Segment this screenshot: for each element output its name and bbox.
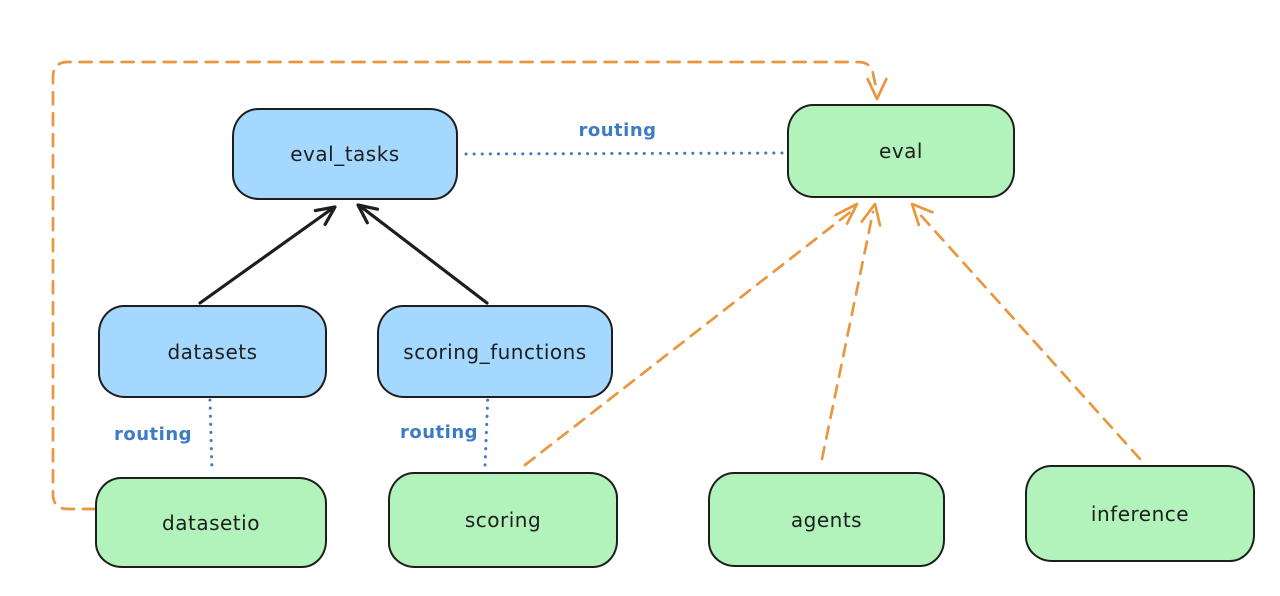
node-eval-tasks: eval_tasks (232, 108, 458, 200)
node-eval-label: eval (879, 139, 923, 163)
arrowhead-datasetio-to-eval (866, 77, 888, 101)
node-scoring: scoring (388, 472, 618, 568)
node-eval-tasks-label: eval_tasks (290, 142, 400, 166)
node-datasets-label: datasets (167, 339, 258, 364)
node-agents: agents (708, 472, 945, 567)
edge-routing-scoring-functions-to-scoring (483, 390, 490, 468)
arrowhead-scoring-to-eval (834, 202, 859, 225)
node-agents-label: agents (790, 507, 863, 532)
node-inference: inference (1025, 465, 1255, 562)
arrowhead-datasets-to-eval-tasks (313, 205, 337, 226)
edge-scoring-functions-to-eval-tasks (358, 204, 489, 305)
edge-inference-to-eval (914, 208, 1142, 461)
node-datasets: datasets (98, 305, 327, 398)
node-scoring-functions-label: scoring_functions (403, 339, 587, 364)
arrowhead-agents-to-eval (860, 202, 882, 227)
arrowhead-scoring-functions-to-eval-tasks (356, 203, 380, 225)
edge-agents-to-eval (820, 210, 875, 461)
edge-label-routing-eval-tasks-eval: routing (578, 120, 657, 141)
node-inference-label: inference (1090, 501, 1190, 526)
edge-label-routing-datasets-datasetio: routing (113, 424, 193, 445)
node-scoring-functions: scoring_functions (377, 305, 613, 398)
node-datasetio-label: datasetio (162, 510, 260, 535)
arrowhead-inference-to-eval (910, 202, 934, 227)
edge-routing-datasets-to-datasetio (208, 398, 214, 474)
edge-routing-eval-tasks-to-eval (464, 151, 785, 156)
node-scoring-label: scoring (464, 508, 542, 532)
node-eval: eval (787, 104, 1015, 198)
edge-label-routing-scoring-functions-scoring: routing (399, 422, 479, 443)
node-datasetio: datasetio (95, 477, 327, 568)
edge-datasets-to-eval-tasks (198, 206, 335, 305)
